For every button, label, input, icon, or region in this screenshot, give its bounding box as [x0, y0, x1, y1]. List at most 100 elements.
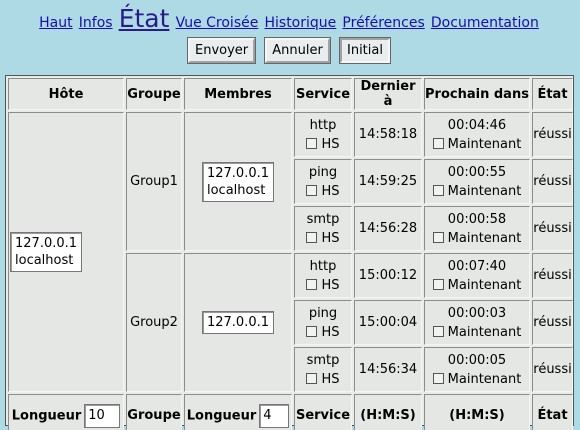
next-cell: 00:00:03 Maintenant — [424, 300, 530, 345]
nav-link-infos[interactable]: Infos — [78, 15, 113, 31]
service-cell: http HS — [294, 253, 352, 298]
next-time: 00:00:55 — [447, 164, 507, 180]
footer-group: Groupe — [126, 394, 182, 430]
service-cell: http HS — [294, 112, 352, 157]
table-row: smtp HS 14:56:28 00:00:58 Maintenant réu… — [8, 206, 573, 251]
group-cell: Group2 — [126, 253, 182, 392]
footer-next: (H:M:S) — [424, 394, 530, 430]
state-cell: réussi — [532, 300, 573, 345]
nav-link-historique[interactable]: Historique — [264, 15, 337, 31]
table-row: smtp HS 14:56:34 00:00:05 Maintenant réu… — [8, 347, 573, 392]
host-length-input[interactable]: 10 — [84, 403, 121, 428]
now-checkbox[interactable] — [432, 325, 444, 337]
header-next: Prochain dans — [424, 78, 530, 110]
last-time: 15:00:12 — [354, 253, 422, 298]
last-time: 14:59:25 — [354, 159, 422, 204]
state-cell: réussi — [532, 206, 573, 251]
header-last: Dernier à — [354, 78, 422, 110]
nav-link-documentation[interactable]: Documentation — [430, 15, 539, 31]
service-cell: ping HS — [294, 300, 352, 345]
now-checkbox[interactable] — [432, 278, 444, 290]
hs-checkbox[interactable] — [306, 231, 318, 243]
next-time: 00:04:46 — [447, 117, 507, 133]
cancel-button[interactable]: Annuler — [265, 38, 330, 63]
host-cell: 127.0.0.1 localhost — [8, 112, 124, 392]
next-time: 00:07:40 — [447, 258, 507, 274]
service-cell: smtp HS — [294, 347, 352, 392]
last-time: 14:56:28 — [354, 206, 422, 251]
hs-label: HS — [321, 371, 340, 387]
member-item[interactable]: 127.0.0.1 — [206, 165, 270, 181]
members-listbox[interactable]: 127.0.0.1 localhost — [201, 161, 275, 202]
next-cell: 00:00:58 Maintenant — [424, 206, 530, 251]
state-cell: réussi — [532, 159, 573, 204]
table-row: ping HS 14:59:25 00:00:55 Maintenant réu… — [8, 159, 573, 204]
host-item-name[interactable]: localhost — [15, 253, 74, 268]
host-listbox[interactable]: 127.0.0.1 localhost — [10, 232, 83, 272]
now-checkbox[interactable] — [432, 184, 444, 196]
host-item-ip[interactable]: 127.0.0.1 — [15, 236, 78, 251]
member-item[interactable]: localhost — [206, 182, 266, 198]
service-cell: ping HS — [294, 159, 352, 204]
nav-link-preferences[interactable]: Préférences — [342, 15, 425, 31]
state-cell: réussi — [532, 347, 573, 392]
service-name: ping — [308, 305, 338, 321]
next-cell: 00:04:46 Maintenant — [424, 112, 530, 157]
table-row: ping HS 15:00:04 00:00:03 Maintenant réu… — [8, 300, 573, 345]
hs-checkbox[interactable] — [306, 325, 318, 337]
hs-checkbox[interactable] — [306, 372, 318, 384]
top-nav: Haut Infos État Vue Croisée Historique P… — [0, 2, 578, 41]
now-label: Maintenant — [447, 371, 522, 387]
nav-link-etat[interactable]: État — [118, 4, 170, 33]
table-header-row: Hôte Groupe Membres Service Dernier à Pr… — [8, 78, 573, 110]
initial-button[interactable]: Initial — [340, 38, 390, 63]
header-members: Membres — [184, 78, 292, 110]
members-listbox[interactable]: 127.0.0.1 — [201, 311, 275, 334]
service-cell: smtp HS — [294, 206, 352, 251]
hs-label: HS — [321, 136, 340, 152]
now-label: Maintenant — [447, 183, 522, 199]
footer-service: Service — [294, 394, 352, 430]
hs-checkbox[interactable] — [306, 278, 318, 290]
send-button[interactable]: Envoyer — [188, 38, 256, 63]
table-row: 127.0.0.1 localhost Group1 127.0.0.1 loc… — [8, 112, 573, 392]
hs-checkbox[interactable] — [306, 184, 318, 196]
next-time: 00:00:03 — [447, 305, 507, 321]
next-time: 00:00:05 — [447, 352, 507, 368]
next-cell: 00:07:40 Maintenant — [424, 253, 530, 298]
last-time: 15:00:04 — [354, 300, 422, 345]
button-row: Envoyer Annuler Initial — [0, 38, 578, 63]
hs-label: HS — [321, 183, 340, 199]
now-label: Maintenant — [447, 277, 522, 293]
members-length-label: Longueur — [186, 408, 257, 423]
hs-checkbox[interactable] — [306, 137, 318, 149]
service-name: http — [309, 258, 337, 274]
footer-state: État — [532, 394, 573, 430]
member-item[interactable]: 127.0.0.1 — [206, 315, 270, 330]
state-cell: réussi — [532, 112, 573, 157]
now-label: Maintenant — [447, 136, 522, 152]
service-name: ping — [308, 164, 338, 180]
last-time: 14:56:34 — [354, 347, 422, 392]
next-time: 00:00:58 — [447, 211, 507, 227]
status-table: Hôte Groupe Membres Service Dernier à Pr… — [6, 76, 575, 430]
next-cell: 00:00:55 Maintenant — [424, 159, 530, 204]
now-checkbox[interactable] — [432, 137, 444, 149]
state-cell: réussi — [532, 253, 573, 298]
members-cell: 127.0.0.1 localhost — [184, 112, 292, 251]
table-row: Group2 127.0.0.1 http HS 15:00:12 00:07:… — [8, 253, 573, 392]
now-checkbox[interactable] — [432, 372, 444, 384]
nav-link-haut[interactable]: Haut — [39, 15, 73, 31]
hs-label: HS — [321, 324, 340, 340]
now-label: Maintenant — [447, 324, 522, 340]
now-checkbox[interactable] — [432, 231, 444, 243]
members-length-input[interactable]: 4 — [259, 403, 290, 428]
header-group: Groupe — [126, 78, 182, 110]
hs-label: HS — [321, 277, 340, 293]
host-length-label: Longueur — [11, 408, 82, 423]
nav-link-vue-croisee[interactable]: Vue Croisée — [175, 15, 259, 31]
status-table-frame: Hôte Groupe Membres Service Dernier à Pr… — [5, 75, 574, 430]
